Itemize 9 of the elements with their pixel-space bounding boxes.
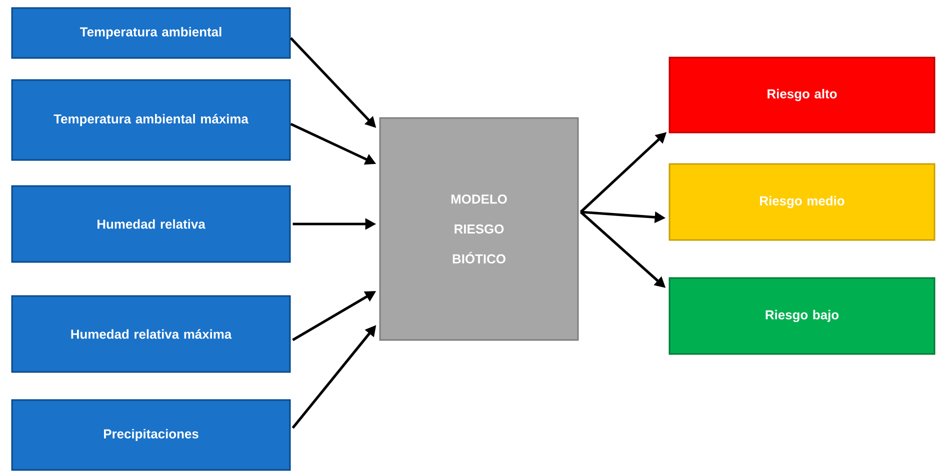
input-box: Humedad relativa máxima: [11, 295, 291, 373]
output-box: Riesgo medio: [668, 163, 936, 241]
output-box: Riesgo alto: [668, 56, 936, 134]
input-box: Temperatura ambiental máxima: [11, 79, 291, 161]
input-box: Temperatura ambiental: [11, 7, 291, 59]
output-box: Riesgo bajo: [668, 277, 936, 355]
input-box: Precipitaciones: [11, 399, 291, 471]
model-box: MODELO RIESGO BIÓTICO: [379, 117, 579, 341]
input-box: Humedad relativa: [11, 185, 291, 263]
